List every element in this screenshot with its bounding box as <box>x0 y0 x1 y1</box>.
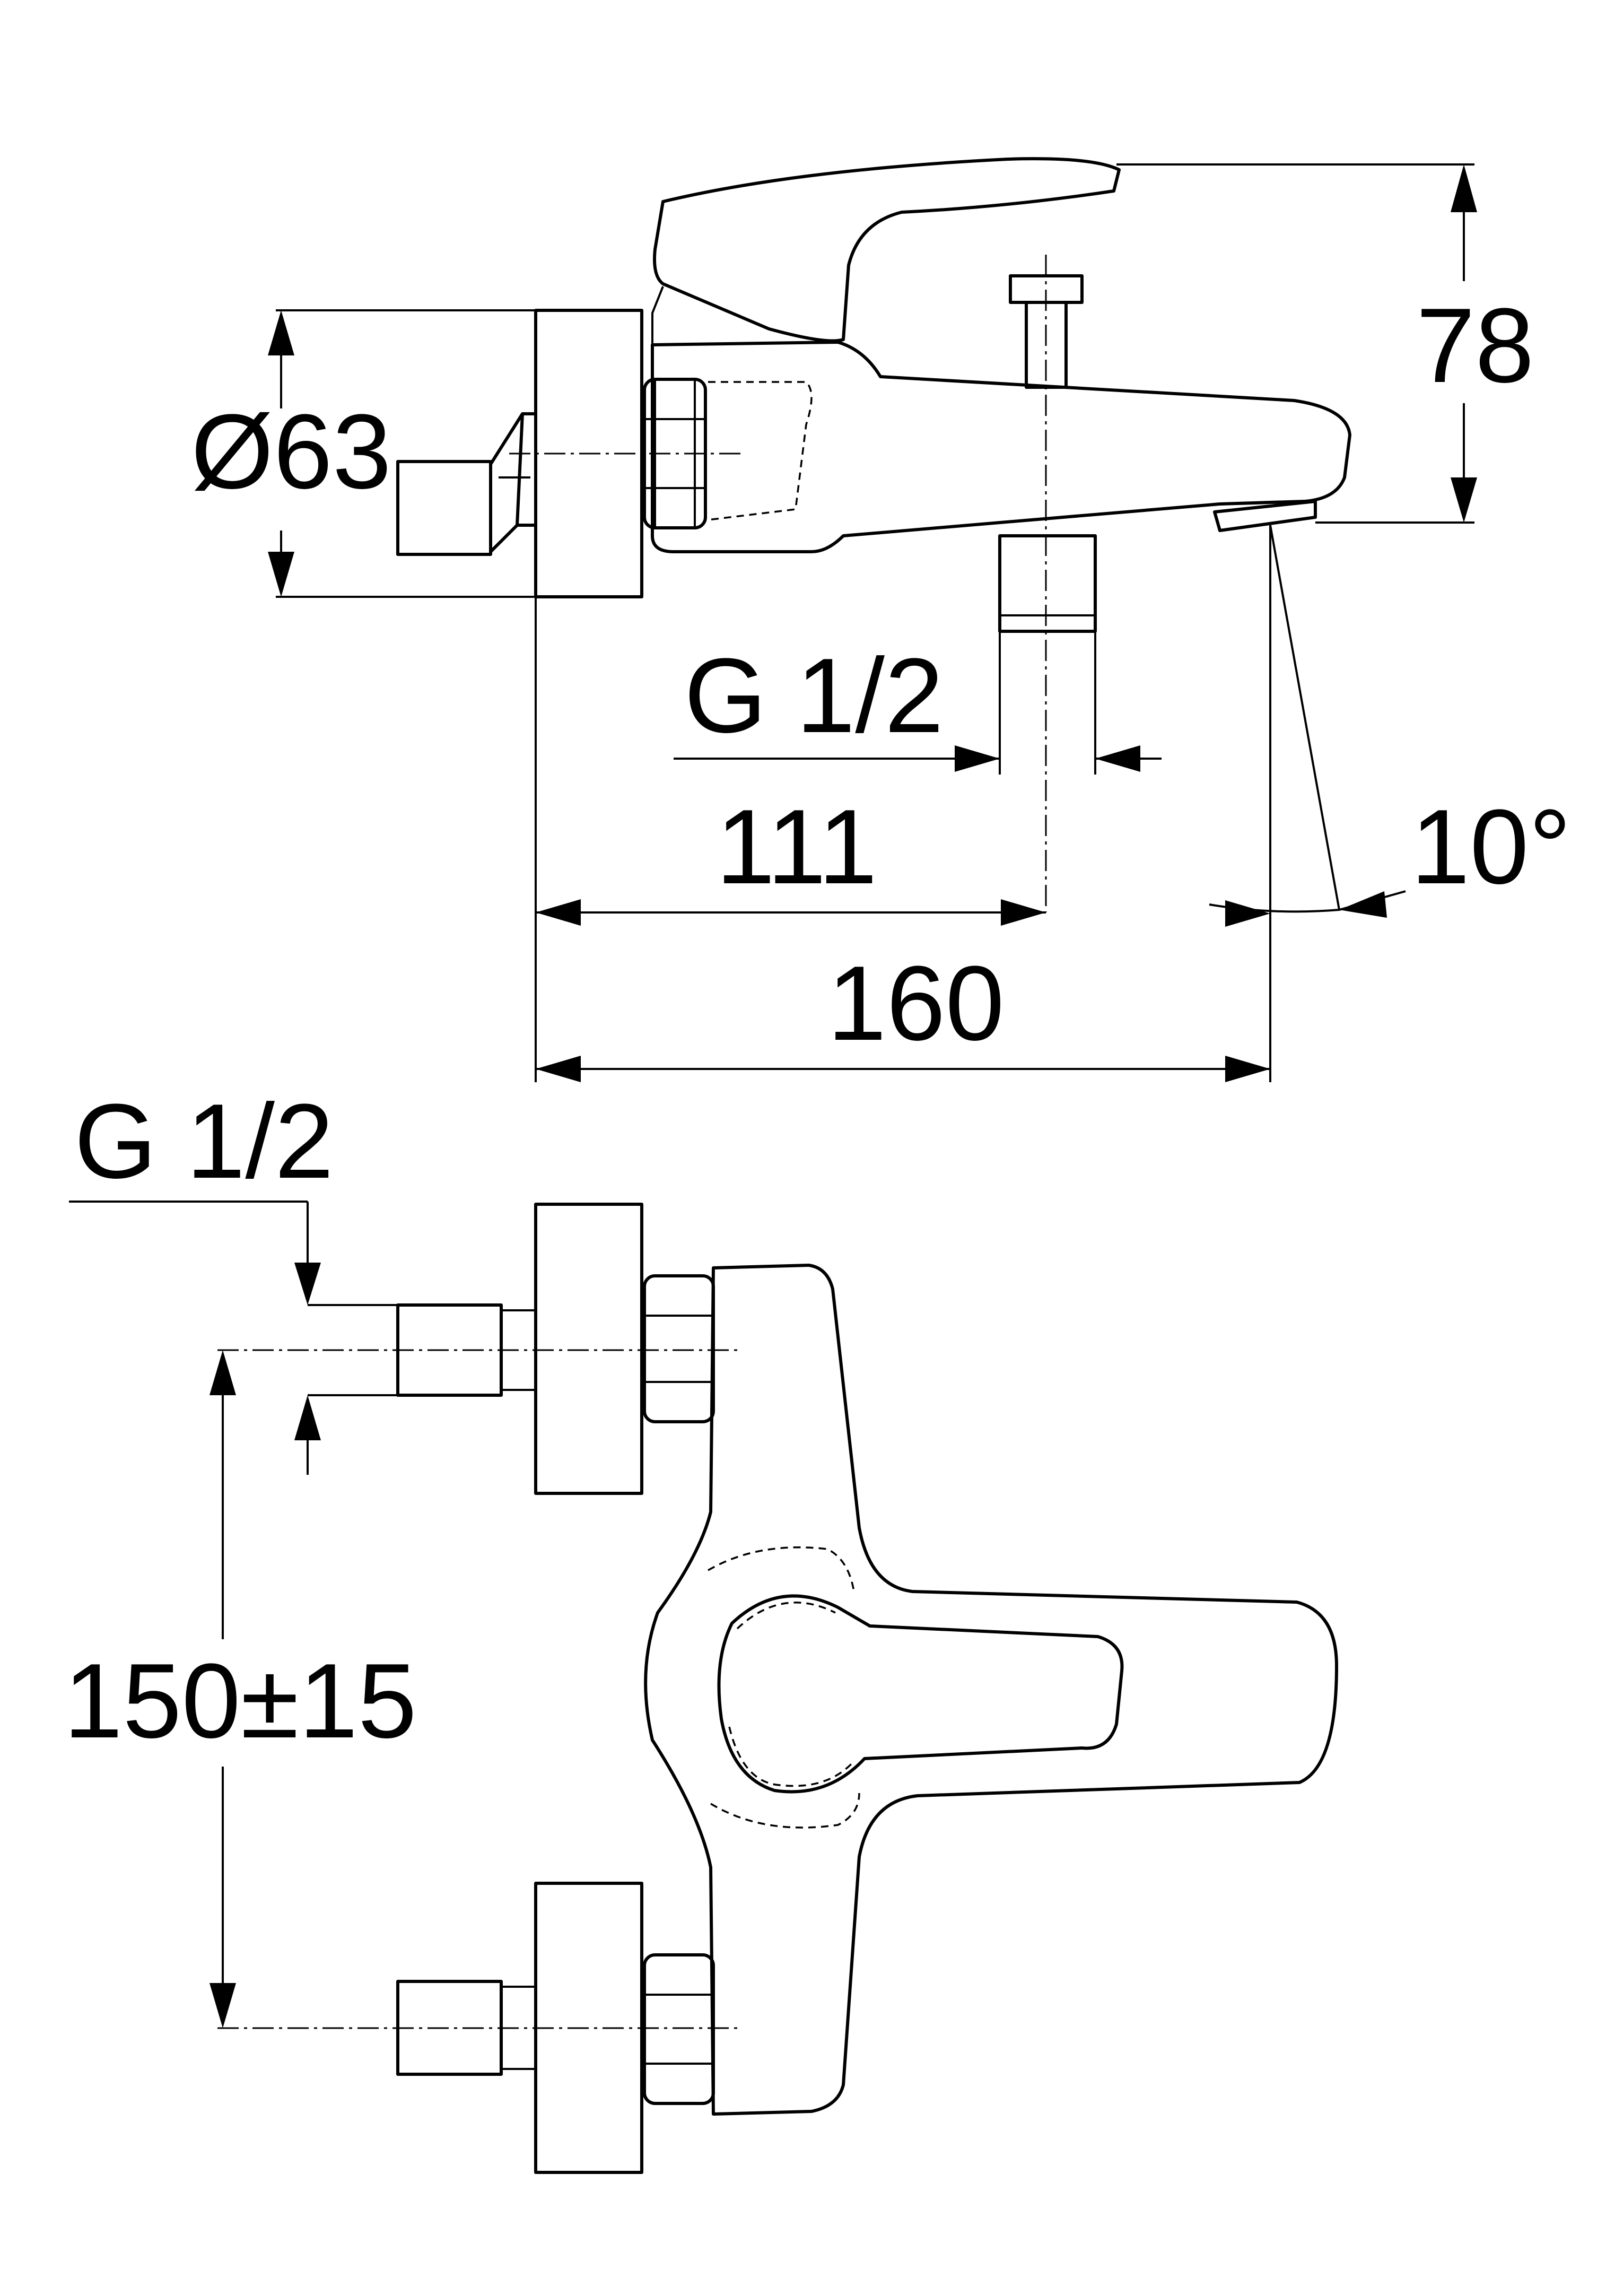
front-mixer-body <box>644 1264 1338 2116</box>
dim-total-depth <box>536 525 1271 1082</box>
side-view: Ø63 78 G 1/2 111 <box>191 157 1571 1082</box>
label-height: 78 <box>1416 286 1534 405</box>
dim-inlet-spacing <box>210 1350 236 2028</box>
front-hex-nut-lower <box>643 1953 715 2105</box>
label-inlet-spacing: 150±15 <box>64 1642 417 1760</box>
dim-outlet-thread <box>674 631 1162 775</box>
dim-height <box>1116 163 1477 524</box>
front-rosette-upper <box>534 1203 643 1495</box>
label-outlet-offset: 111 <box>716 788 877 906</box>
side-eccentric-connector <box>396 412 537 556</box>
side-outlet-connector <box>998 534 1097 633</box>
label-spout-angle: 10° <box>1411 788 1571 906</box>
side-mixer-body <box>651 341 1351 553</box>
side-body-detail <box>708 381 813 521</box>
dim-outlet-offset <box>535 597 1046 1082</box>
dim-diameter <box>268 309 642 598</box>
label-outlet-thread: G 1/2 <box>684 637 944 755</box>
side-aerator <box>1213 500 1317 532</box>
front-view: G 1/2 150±15 <box>64 1082 1338 2174</box>
label-diameter: Ø63 <box>191 393 391 511</box>
dim-spout-angle <box>1209 525 1406 927</box>
front-hex-nut-upper <box>643 1274 715 1423</box>
label-total-depth: 160 <box>827 944 1005 1063</box>
label-inlet-thread: G 1/2 <box>74 1082 334 1201</box>
dim-inlet-thread <box>69 1201 398 1475</box>
front-lever-handle <box>717 1594 1124 1794</box>
side-lever-handle <box>653 157 1121 343</box>
